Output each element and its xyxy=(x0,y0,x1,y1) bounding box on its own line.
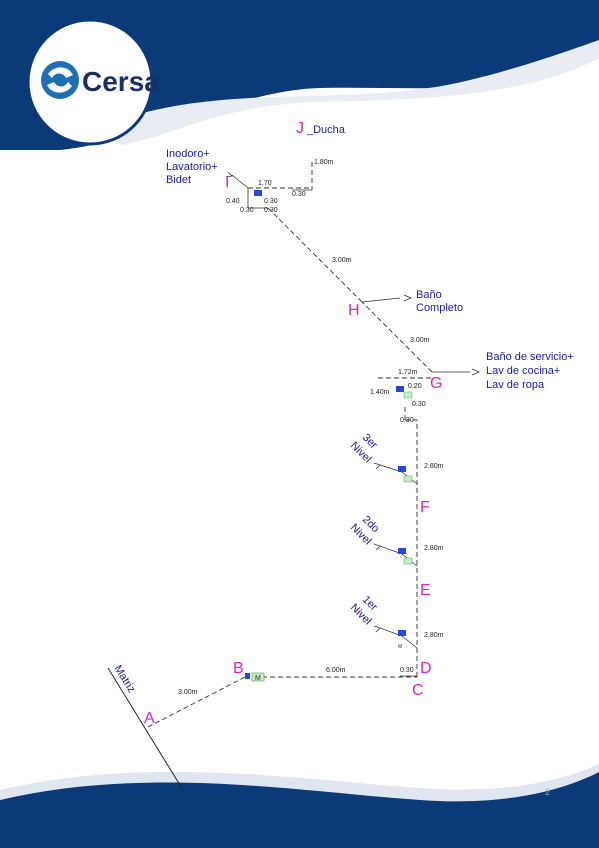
dim-g-left: 1.72m xyxy=(398,369,418,376)
note-servicio-2: Lav de cocina+ xyxy=(486,365,560,377)
valve-2-green-icon xyxy=(403,557,413,565)
brand-name: Cersa xyxy=(82,66,160,97)
pipe-solid-branches xyxy=(231,174,470,677)
dim-de: 2.80m xyxy=(424,632,444,639)
node-c: C xyxy=(412,682,424,699)
arrow-2-icon xyxy=(373,543,381,551)
dim-j-drop: 1.80m xyxy=(314,159,334,166)
dim-i-d: 0.30 xyxy=(264,207,278,214)
node-f: F xyxy=(420,499,430,516)
arrow-g-icon xyxy=(471,368,481,376)
arrowheads xyxy=(225,171,481,633)
note-inodoro-2: Lavatorio+ xyxy=(166,161,218,173)
node-i: I xyxy=(225,174,229,191)
dim-i-run: 1.70 xyxy=(258,180,272,187)
arrow-i-icon xyxy=(225,171,233,178)
dim-hi: 3.00m xyxy=(332,257,352,264)
note-bano-1: Baño xyxy=(416,289,442,301)
dim-fg: 2.80m xyxy=(424,463,444,470)
valve-g-icon xyxy=(396,386,404,392)
valve-g-green-icon xyxy=(403,391,413,399)
node-j: J xyxy=(296,120,304,137)
valve-1-icon xyxy=(398,630,406,636)
logo-badge xyxy=(26,18,154,146)
note-servicio-1: Baño de servicio+ xyxy=(486,351,574,363)
node-d: D xyxy=(420,660,432,677)
branch-e-short xyxy=(401,635,418,649)
dim-i-b: 0.30 xyxy=(240,207,254,214)
meter-icon xyxy=(251,672,265,682)
dim-i-c: 0.30 xyxy=(264,198,278,205)
note-bano-2: Completo xyxy=(416,302,463,314)
dim-ef: 2.80m xyxy=(424,545,444,552)
arrow-h-icon xyxy=(403,294,413,302)
valve-2-icon xyxy=(398,548,406,554)
valve-b-icon xyxy=(245,673,250,679)
node-a: A xyxy=(144,710,155,727)
note-ducha: _Ducha xyxy=(306,124,346,136)
pipe-gh xyxy=(361,301,433,373)
meter-label: M xyxy=(255,675,261,682)
node-h: H xyxy=(348,302,360,319)
dim-g-bottom: 0.30 xyxy=(400,417,414,424)
dim-i-a: 0.40 xyxy=(226,198,240,205)
dim-j-run: 0.30 xyxy=(292,191,306,198)
pipe-network xyxy=(147,162,433,728)
node-e: E xyxy=(420,582,431,599)
footer-band xyxy=(0,770,599,848)
pipe-ab xyxy=(147,676,246,728)
dim-g-b: 0.30 xyxy=(412,401,426,408)
valve-3-green-icon xyxy=(403,475,413,483)
dim-ab: 3.00m xyxy=(178,689,198,696)
node-b: B xyxy=(233,660,244,677)
footer-light-wave xyxy=(0,764,599,802)
dim-g-a: 0.20 xyxy=(408,383,422,390)
page-number: 2 xyxy=(545,787,550,797)
cersa-logo-icon xyxy=(41,61,79,99)
matriz-main-line xyxy=(107,667,184,791)
pipe-hi xyxy=(267,207,363,303)
valve-symbols xyxy=(245,190,413,682)
dim-cd: 0.30 xyxy=(400,667,414,674)
arrow-1-icon xyxy=(373,625,381,633)
note-inodoro-3: Bidet xyxy=(166,174,191,186)
node-g: G xyxy=(430,375,442,392)
valve-i-icon xyxy=(254,190,262,196)
branch-i-left xyxy=(231,174,249,189)
arrow-3-icon xyxy=(373,462,381,470)
valve-3-icon xyxy=(398,466,406,472)
note-servicio-3: Lav de ropa xyxy=(486,379,545,391)
note-inodoro-1: Inodoro+ xyxy=(166,148,210,160)
dim-gh: 3.00m xyxy=(410,337,430,344)
dim-bc: 6.00m xyxy=(326,667,346,674)
branch-h xyxy=(361,297,401,303)
dim-d-small: M xyxy=(398,644,402,650)
dim-g-drop: 1.40m xyxy=(370,389,390,396)
